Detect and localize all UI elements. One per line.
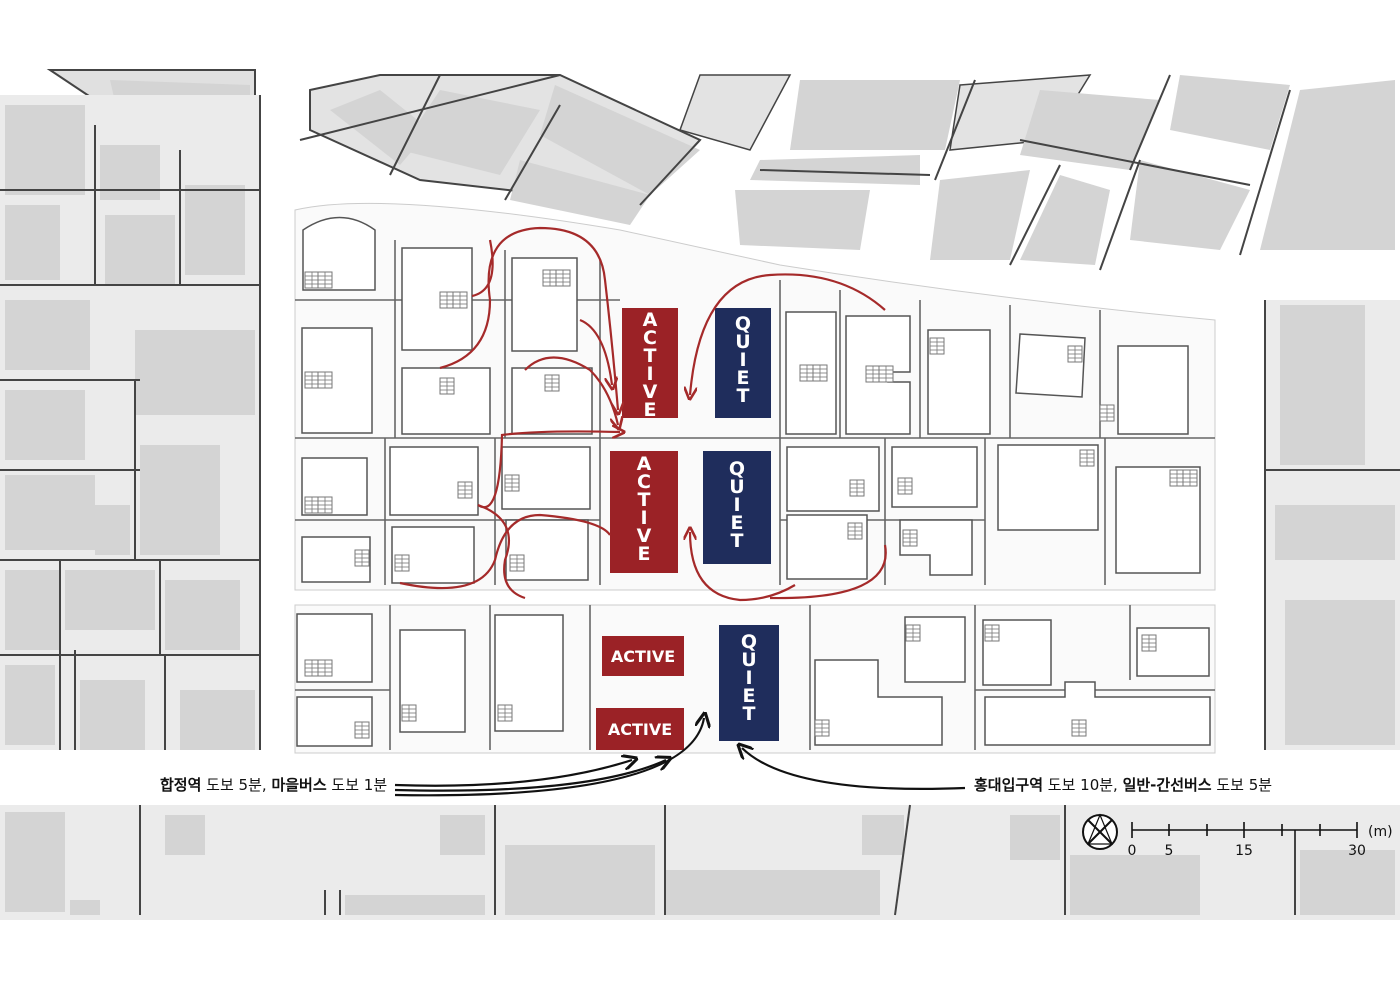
access-caption-west: 합정역 도보 5분, 마을버스 도보 1분: [160, 776, 387, 794]
access-arrows: [394, 718, 966, 797]
scale-tick-0: 0: [1128, 843, 1137, 859]
active-label-lower-1: ACTIVE: [611, 647, 675, 666]
access-caption-east: 홍대입구역 도보 10분, 일반-간선버스 도보 5분: [974, 776, 1272, 794]
quiet-zone-lower: [719, 625, 779, 741]
active-label-lower-2: ACTIVE: [608, 720, 672, 739]
scale-unit: (m): [1368, 824, 1393, 840]
active-zone-middle: [610, 451, 678, 573]
scale-tick-5: 5: [1165, 843, 1174, 859]
north-compass-icon: [1082, 813, 1118, 850]
quiet-zone-upper: [715, 308, 771, 418]
circulation-arrows: [399, 226, 887, 602]
west-blocks: [0, 95, 261, 750]
scale-tick-30: 30: [1348, 843, 1366, 859]
active-zone-lower-2: [596, 708, 684, 750]
north-blocks: [46, 69, 1395, 271]
east-blocks: [1264, 300, 1400, 750]
scale-tick-15: 15: [1235, 843, 1253, 859]
active-zone-upper: [622, 308, 678, 418]
south-blocks: [0, 804, 1400, 920]
quiet-zone-middle: [703, 451, 771, 564]
active-zone-lower-1: [602, 636, 684, 676]
scale-bar: [1131, 822, 1358, 838]
